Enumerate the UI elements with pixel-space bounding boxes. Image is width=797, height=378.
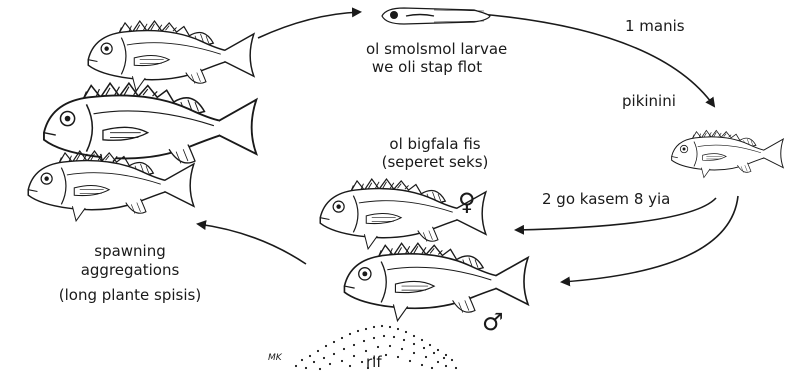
spawning-label-line1: spawning xyxy=(50,242,210,261)
one-month-label: 1 manis xyxy=(625,17,685,36)
larvae-label-line1: ol smolsmol larvae xyxy=(366,40,488,59)
artist-mark: MK xyxy=(268,352,282,364)
arrow-to-spawning xyxy=(198,224,306,264)
juvenile-fish-drawing xyxy=(672,130,784,177)
female-symbol-icon: ♀ xyxy=(458,190,476,214)
adults-label-line2: (seperet seks) xyxy=(374,153,496,172)
juvenile-label: pikinini xyxy=(622,92,676,111)
spawning-label-line2: aggregations xyxy=(50,261,210,280)
larva-drawing xyxy=(382,8,490,24)
male-symbol-icon: ♂ xyxy=(482,310,504,334)
arrow-to-larvae xyxy=(258,12,360,38)
adults-label-line1: ol bigfala fis xyxy=(374,135,496,154)
spawning-label-line3: (long plante spisis) xyxy=(50,286,210,305)
spawning-fish-middle xyxy=(44,83,256,173)
age-label: 2 go kasem 8 yia xyxy=(542,190,670,209)
spawning-fish-top xyxy=(88,21,254,91)
larvae-label-line2: we oli stap flot xyxy=(366,58,488,77)
reef-label: rif xyxy=(366,353,382,372)
